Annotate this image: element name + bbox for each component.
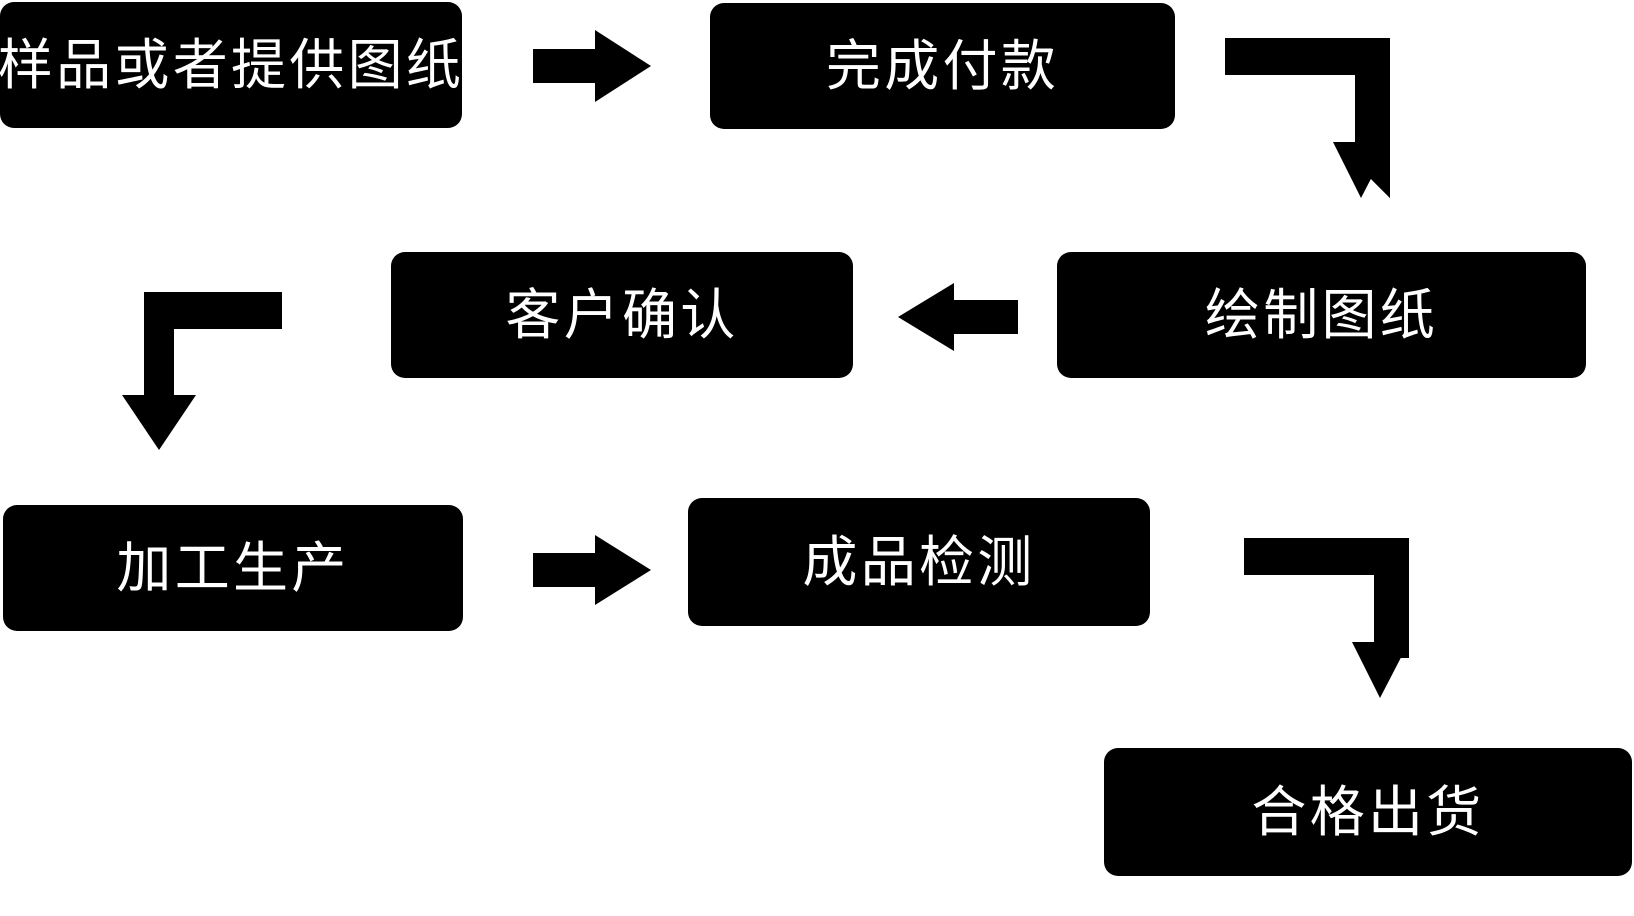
- flow-node-payment-label: 完成付款: [825, 34, 1060, 97]
- arrow-right-production-to-inspection: [533, 535, 651, 605]
- flow-node-production-label: 加工生产: [116, 536, 350, 599]
- arrow-elbow-confirm-to-production: [122, 292, 282, 450]
- flow-node-production[interactable]: 加工生产: [3, 505, 463, 631]
- flow-node-sample-label: 样品或者提供图纸: [0, 33, 465, 96]
- flow-node-drawing[interactable]: 绘制图纸: [1057, 252, 1586, 378]
- flow-node-payment[interactable]: 完成付款: [710, 3, 1175, 129]
- arrow-left-drawing-to-confirm: [898, 283, 1018, 351]
- flow-node-sample[interactable]: 样品或者提供图纸: [0, 2, 462, 128]
- flow-node-shipment[interactable]: 合格出货: [1104, 748, 1632, 876]
- flow-node-inspection[interactable]: 成品检测: [688, 498, 1150, 626]
- arrow-elbow-inspection-to-shipment: [1244, 538, 1409, 698]
- flow-node-shipment-label: 合格出货: [1251, 780, 1485, 843]
- flow-node-drawing-label: 绘制图纸: [1204, 283, 1439, 346]
- flow-node-inspection-label: 成品检测: [802, 530, 1036, 593]
- arrow-right-sample-to-payment: [533, 30, 651, 102]
- arrow-elbow-payment-to-drawing: [1225, 38, 1390, 198]
- flow-node-confirm-label: 客户确认: [505, 283, 739, 346]
- flow-node-confirm[interactable]: 客户确认: [391, 252, 853, 378]
